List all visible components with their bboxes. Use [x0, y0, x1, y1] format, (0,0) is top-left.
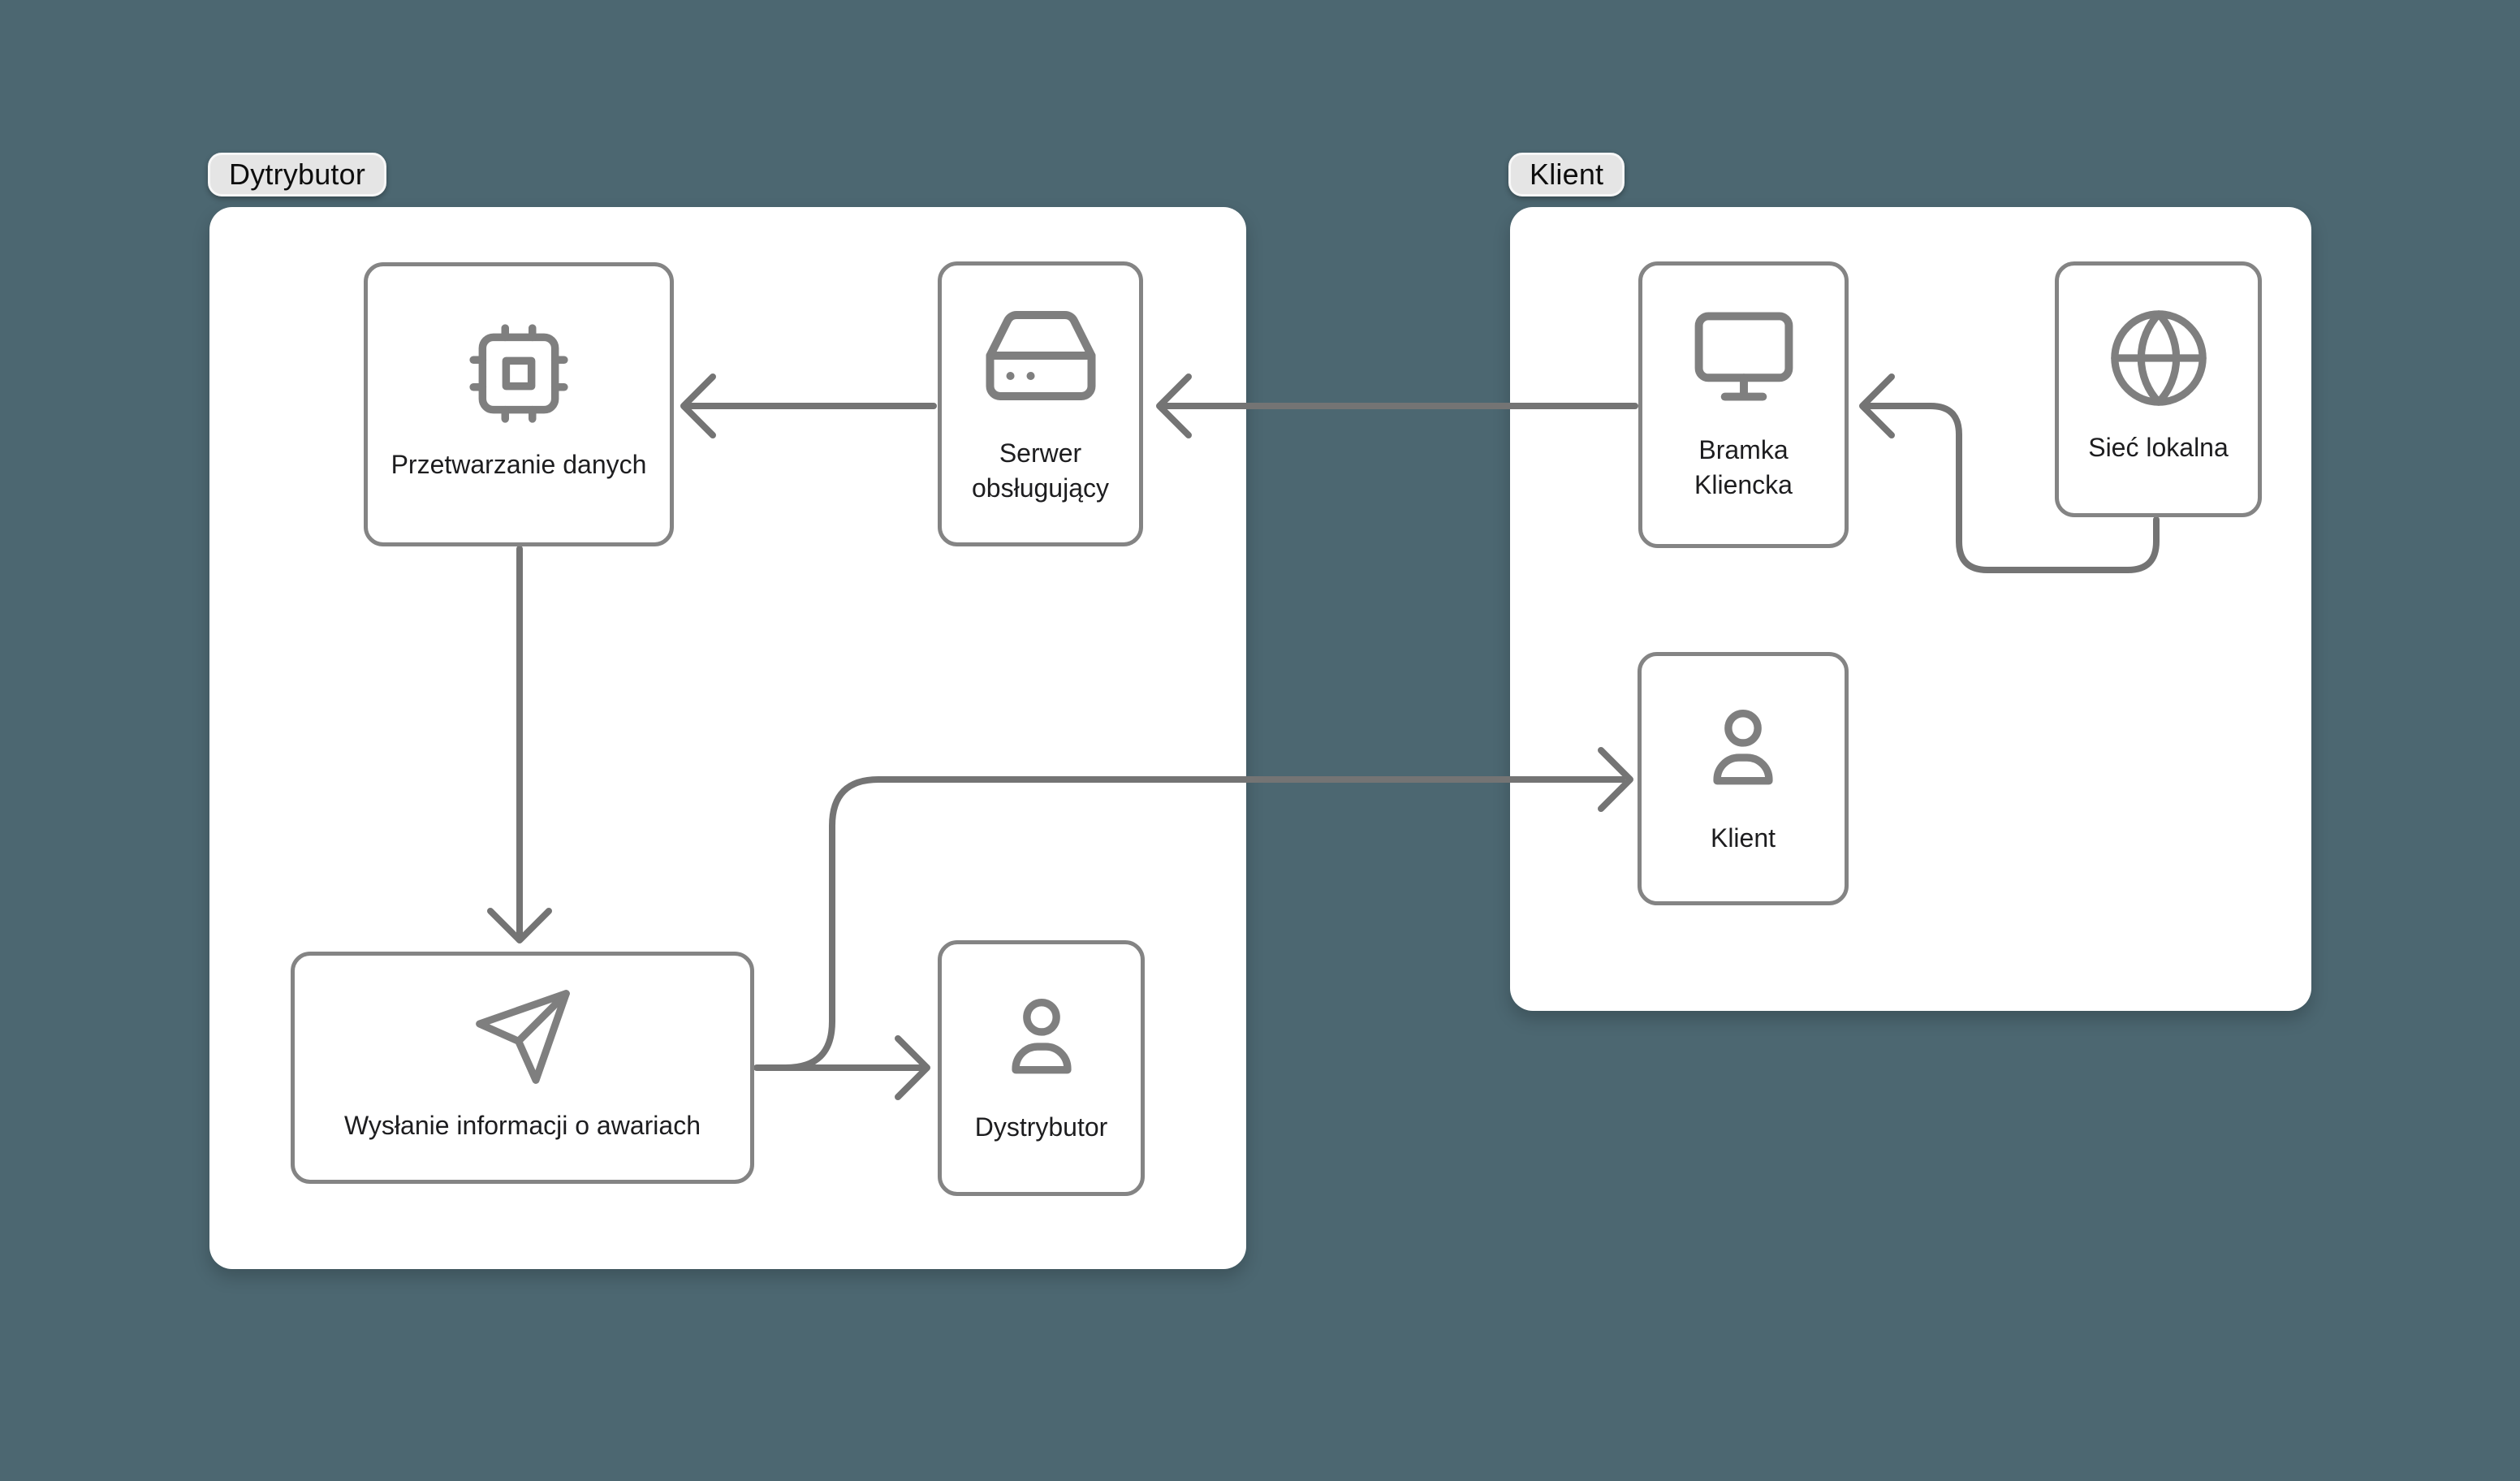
user-icon: [988, 983, 1095, 1090]
arrowhead-right-1: [895, 1035, 930, 1100]
node-serwer-obslugujacy[interactable]: Serwer obsługujący: [938, 261, 1143, 546]
arrowhead-left-1: [680, 373, 716, 438]
arrowhead-left-3: [1859, 373, 1895, 438]
globe-icon: [2106, 305, 2211, 411]
monitor-icon: [1687, 300, 1801, 413]
user-icon: [1689, 694, 1797, 801]
group-badge-label: Dytrybutor: [229, 158, 366, 191]
arrowhead-left-2: [1156, 373, 1192, 438]
group-badge-dytrybutor[interactable]: Dytrybutor: [208, 153, 387, 196]
group-badge-label: Klient: [1530, 158, 1604, 191]
send-icon: [471, 985, 575, 1089]
node-label: Klient: [1710, 823, 1776, 853]
node-wyslanie-informacji[interactable]: Wysłanie informacji o awariach: [291, 952, 754, 1184]
node-label: Przetwarzanie danych: [391, 449, 647, 479]
group-badge-klient[interactable]: Klient: [1508, 153, 1625, 196]
node-label: Sieć lokalna: [2088, 433, 2229, 463]
hard-drive-icon: [980, 295, 1102, 417]
node-label: Serwer obsługujący: [972, 438, 1109, 503]
node-dystrybutor[interactable]: Dystrybutor: [938, 940, 1145, 1196]
arrowhead-right-2: [1598, 747, 1633, 812]
node-label: Wysłanie informacji o awariach: [344, 1110, 701, 1140]
node-siec-lokalna[interactable]: Sieć lokalna: [2055, 261, 2262, 517]
arrow-wyslanie-to-klient: [783, 776, 1625, 1071]
node-label: Dystrybutor: [974, 1112, 1108, 1142]
node-bramka-kliencka[interactable]: Bramka Kliencka: [1638, 261, 1849, 548]
node-przetwarzanie-danych[interactable]: Przetwarzanie danych: [364, 262, 674, 546]
cpu-icon: [464, 319, 573, 428]
node-label: Bramka Kliencka: [1694, 434, 1793, 499]
arrowhead-down-1: [487, 908, 552, 943]
arrow-siec-to-bramka: [1862, 403, 2160, 573]
node-klient[interactable]: Klient: [1638, 652, 1849, 905]
